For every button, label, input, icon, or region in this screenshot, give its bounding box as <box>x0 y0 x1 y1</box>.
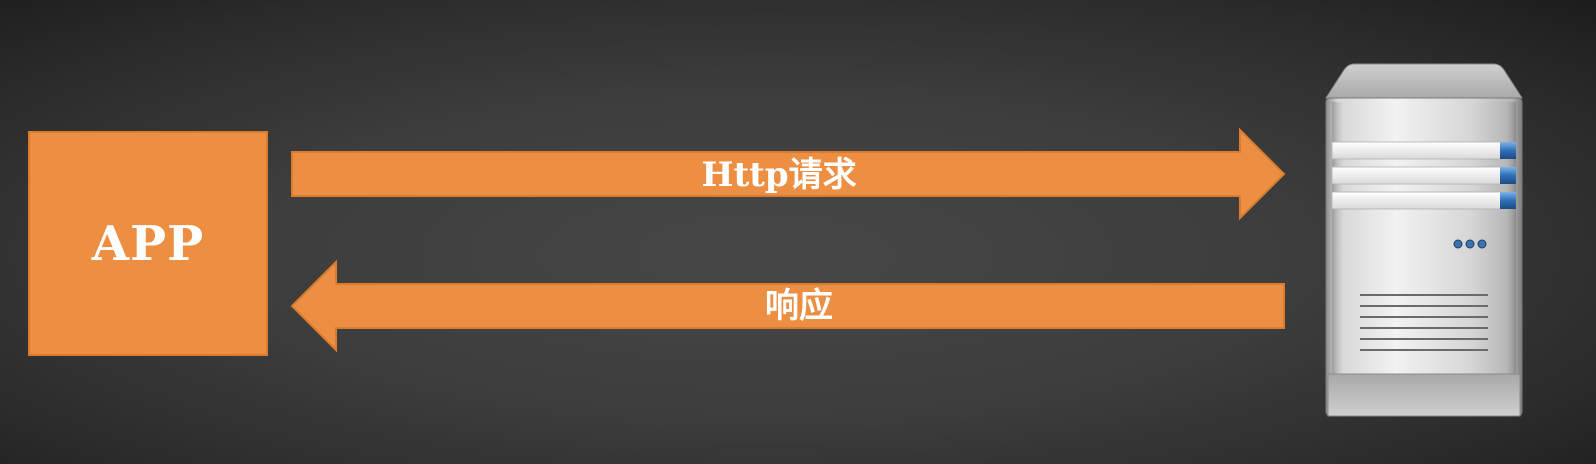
request-arrow-shape <box>291 128 1286 220</box>
app-label: APP <box>91 215 205 272</box>
app-box: APP <box>28 131 268 356</box>
request-arrow <box>291 128 1286 220</box>
response-arrow-label: 响应 <box>765 286 833 326</box>
drive-bays <box>1331 141 1516 210</box>
request-arrow-label: Http请求 <box>701 155 857 195</box>
server-icon <box>1325 63 1523 417</box>
response-arrow <box>290 260 1285 352</box>
server-vents <box>1360 294 1488 351</box>
response-arrow-shape <box>290 260 1285 352</box>
